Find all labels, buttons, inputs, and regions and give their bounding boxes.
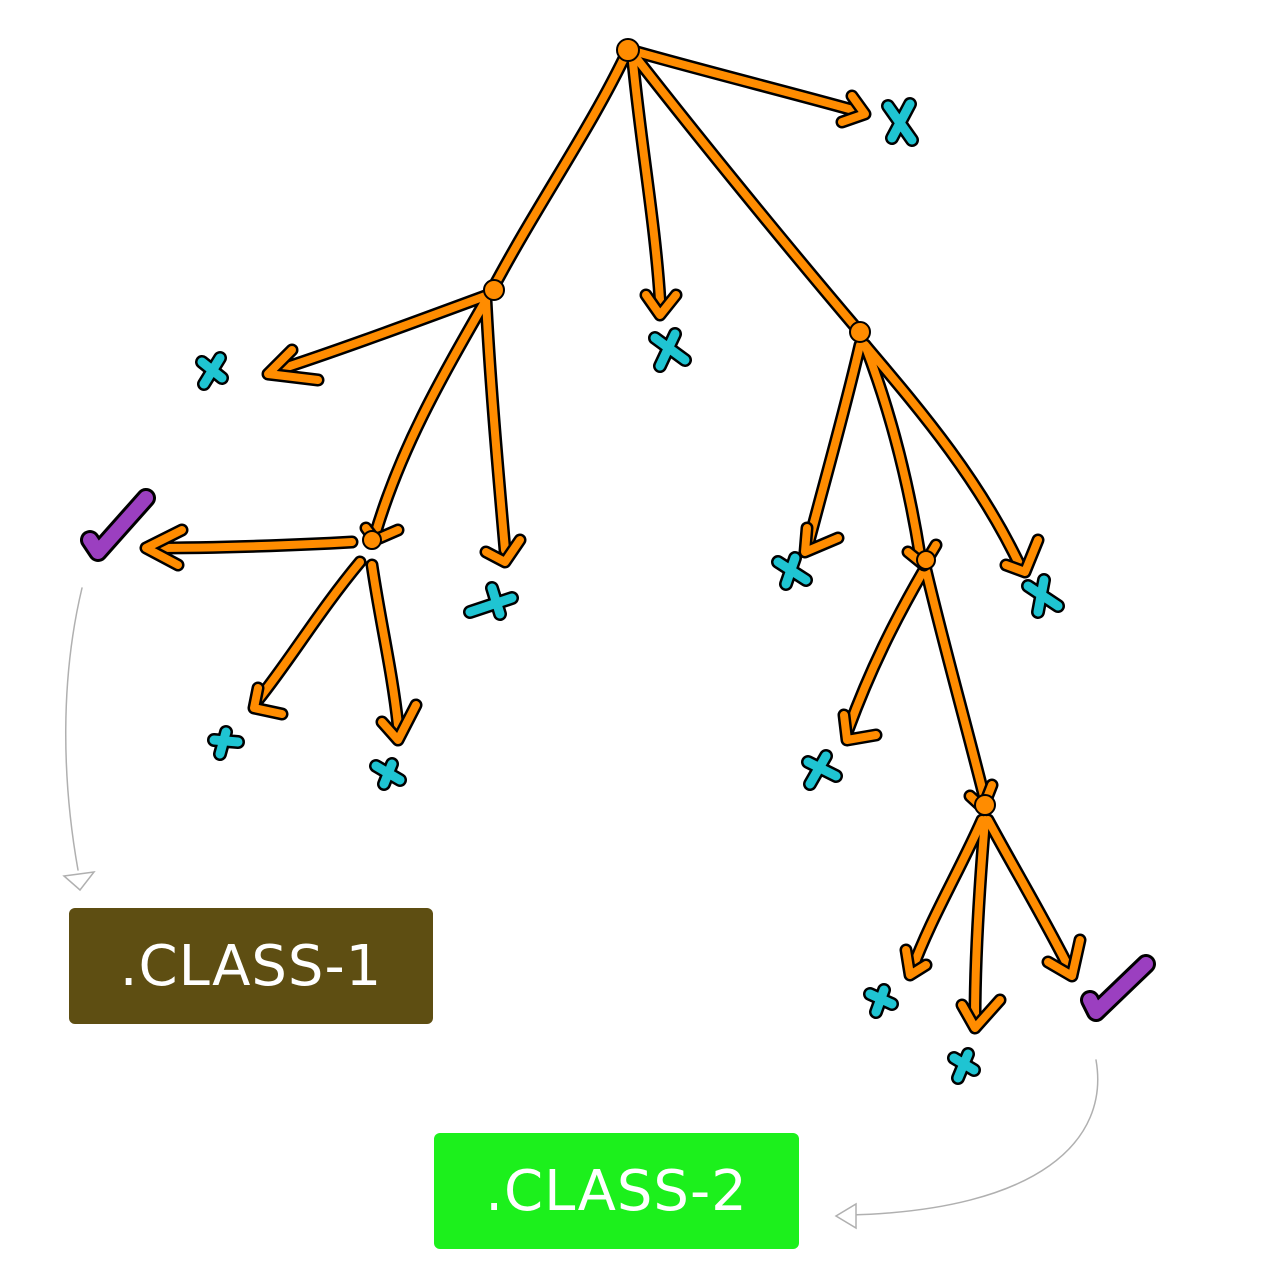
edge-c-left — [254, 558, 364, 704]
arrowhead — [482, 536, 524, 566]
arrowhead — [250, 684, 286, 718]
arrowhead — [1044, 936, 1084, 980]
arrowhead — [902, 946, 930, 979]
arrowhead — [958, 996, 1004, 1032]
edge-c-down — [368, 561, 402, 729]
edge-c-accept — [144, 538, 356, 552]
edge-root-mid — [628, 48, 664, 304]
edge-a-left — [268, 291, 492, 376]
x-mark — [1023, 575, 1063, 617]
edge-e-accept — [984, 816, 1074, 974]
x-mark — [197, 353, 227, 389]
check-mark-class1 — [83, 491, 153, 559]
tree-nodes — [362, 38, 996, 816]
edge-root-right — [626, 46, 864, 116]
edge-a-c — [371, 296, 490, 539]
edge-d-e — [922, 566, 989, 804]
node-e — [974, 794, 996, 816]
x-mark — [773, 553, 811, 589]
edge-b-d — [861, 341, 924, 559]
arrowheads — [139, 89, 1087, 1035]
x-mark — [209, 727, 243, 759]
x-mark — [865, 985, 897, 1017]
arrowhead — [801, 524, 842, 556]
x-mark — [949, 1049, 979, 1083]
arrowhead — [642, 291, 680, 319]
edge-b-left — [804, 341, 864, 549]
edges-outline — [141, 43, 1077, 1027]
pointer-class2 — [849, 1059, 1099, 1216]
edge-e-down — [971, 816, 989, 1024]
edge-e-left — [908, 816, 986, 974]
x-mark — [650, 329, 690, 371]
arrowhead — [838, 92, 869, 126]
pointer-class1 — [65, 587, 83, 871]
check-marks — [80, 488, 1156, 1022]
arrowhead — [264, 346, 322, 384]
node-c — [362, 530, 382, 550]
pointer-arrows — [62, 587, 1099, 1230]
arrowhead — [840, 711, 880, 744]
x-mark — [465, 583, 517, 619]
pointer-head-class2 — [834, 1202, 857, 1230]
x-mark — [371, 759, 405, 789]
x-mark — [803, 751, 841, 789]
edge-b-right — [861, 341, 1026, 574]
edge-d-left — [844, 566, 928, 734]
edge-a-down — [482, 296, 509, 554]
arrowhead — [142, 526, 186, 569]
edge-root-a — [488, 46, 632, 294]
node-a — [483, 279, 505, 301]
arrowhead — [378, 701, 420, 744]
x-marks — [195, 97, 1065, 1085]
edges — [144, 46, 1074, 1024]
pointer-head-class1 — [62, 871, 96, 892]
node-b — [849, 321, 871, 343]
edge-root-b — [626, 46, 862, 334]
x-mark — [883, 99, 917, 145]
class-1-label: .CLASS-1 — [69, 908, 433, 1024]
arrowhead — [1002, 536, 1042, 576]
check-mark-class2 — [1083, 957, 1153, 1019]
node-d — [916, 550, 936, 570]
class-2-label: .CLASS-2 — [434, 1133, 799, 1249]
root-node — [616, 38, 640, 62]
